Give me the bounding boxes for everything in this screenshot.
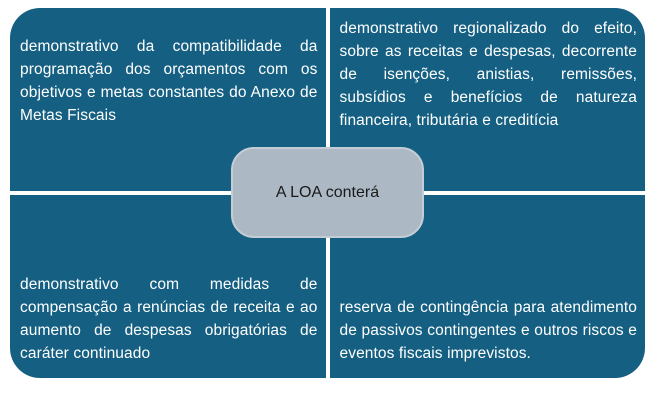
center-node-label: A LOA conterá (275, 183, 380, 201)
quadrant-grid: demonstrativo da compatibilidade da prog… (10, 8, 645, 378)
quadrant-top-left: demonstrativo da compatibilidade da prog… (10, 8, 326, 191)
quadrant-bottom-left-text: demonstrativo com medidas de compensação… (20, 276, 318, 362)
quadrant-top-left-text: demonstrativo da compatibilidade da prog… (20, 38, 318, 124)
center-node: A LOA conterá (231, 147, 424, 238)
quadrant-bottom-right-text: reserva de contingência para atendimento… (339, 299, 637, 362)
quadrant-top-right: demonstrativo regionalizado do efeito, s… (329, 8, 645, 191)
quadrant-top-right-text: demonstrativo regionalizado do efeito, s… (339, 20, 637, 129)
